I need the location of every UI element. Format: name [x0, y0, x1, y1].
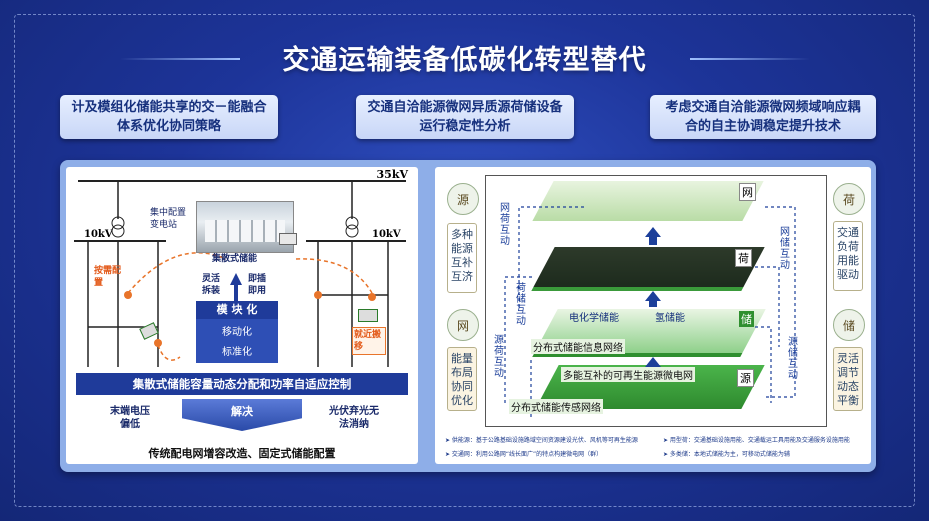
topic-pill-1: 计及模组化储能共享的交－能融合体系优化协同策略: [60, 95, 278, 139]
layer-load-label: 荷: [735, 249, 752, 267]
label-plug-play: 即插即用: [248, 274, 267, 296]
truck-icon: [279, 233, 297, 245]
note-4: ➤ 多类储：本地式储能为主，可移动式储能为辅: [663, 451, 790, 458]
box-net: 能量布局协同优化: [447, 347, 477, 411]
label-net-store: 网储互动: [780, 227, 790, 271]
circle-source: 源: [447, 183, 479, 215]
circle-net: 网: [447, 309, 479, 341]
label-hydrogen: 氢储能: [655, 313, 685, 324]
control-bar: 集散式储能容量动态分配和功率自适应控制: [76, 373, 408, 395]
label-src-load: 源荷互动: [494, 335, 504, 379]
dashed-frame: [14, 14, 915, 507]
note-2: ➤ 用型荷：交通基础设施用能、交通载运工具用能及交通服务设施用能: [663, 437, 850, 444]
right-diagram: 源 多种能源互补互济 网 能量布局协同优化 荷 交通负荷用能驱动 储 灵活调节动…: [435, 167, 871, 464]
box-source: 多种能源互补互济: [447, 223, 477, 293]
title-divider-left: [120, 58, 240, 60]
label-flexible: 灵活拆装: [202, 274, 221, 296]
label-35kv: 35kV: [376, 168, 408, 181]
label-mobile: 移动化: [222, 327, 252, 338]
label-solve: 解决: [231, 405, 253, 418]
label-curtail: 光伏弃光无法消纳: [329, 406, 379, 430]
layers-frame: [485, 175, 827, 427]
label-bottom: 传统配电网增容改造、固定式储能配置: [148, 447, 336, 460]
label-nearby: 就近搬移: [352, 327, 386, 355]
label-10kv-right: 10kV: [372, 229, 401, 240]
box-load: 交通负荷用能驱动: [833, 221, 863, 291]
topic-pill-3: 考虑交通自洽能源微网频域响应耦合的自主协调稳定提升技术: [650, 95, 876, 139]
label-standard: 标准化: [222, 347, 252, 358]
truck-icon: [358, 309, 378, 322]
module-title: 模 块 化: [196, 301, 278, 319]
label-sense-network: 分布式储能传感网络: [509, 399, 603, 414]
note-1: ➤ 供能源：基于公路基础设施路域空间资源建设光伏、风机等可再生能源: [445, 437, 638, 444]
layer-storage-label: 储: [739, 311, 754, 327]
label-low-voltage: 末端电压偏低: [110, 406, 150, 430]
module-box: 移动化 标准化: [196, 319, 278, 363]
page-title: 交通运输装备低碳化转型替代: [282, 45, 647, 76]
label-central-storage: 集散式储能: [212, 254, 258, 264]
label-info-network: 分布式储能信息网络: [531, 339, 625, 354]
layer-source-label: 源: [737, 369, 754, 387]
label-load-store: 荷储互动: [516, 283, 526, 327]
circle-storage: 储: [833, 309, 865, 341]
left-diagram: 35kV 10kV 10kV 集中配置变电站 集散式储能 按需配置 灵活拆装 即…: [66, 167, 418, 464]
label-on-demand: 按需配置: [94, 266, 122, 288]
label-10kv-left: 10kV: [84, 229, 113, 240]
box-storage: 灵活调节动态平衡: [833, 347, 863, 411]
label-src-store: 源储互动: [788, 337, 798, 381]
label-net-load: 网荷互动: [500, 203, 510, 247]
storage-station-photo: [196, 201, 294, 253]
note-3: ➤ 交通网：利用公路网“线长面广”的特点构建微电网（群）: [445, 451, 603, 458]
topic-pill-2: 交通自洽能源微网异质源荷储设备运行稳定性分析: [356, 95, 574, 139]
label-electrochemical: 电化学储能: [569, 313, 619, 324]
label-central-station: 集中配置变电站: [150, 208, 187, 230]
circle-load: 荷: [833, 183, 865, 215]
layer-net-label: 网: [739, 183, 756, 201]
label-micro-grid: 多能互补的可再生能源微电网: [561, 367, 695, 382]
